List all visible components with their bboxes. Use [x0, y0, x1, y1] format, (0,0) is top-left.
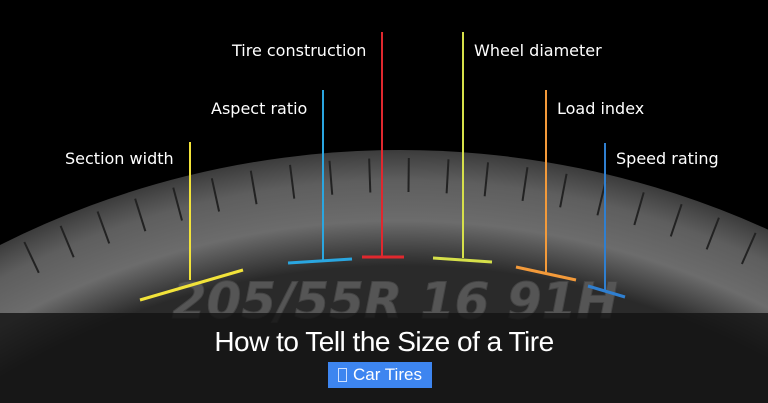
tread-groove: [289, 164, 296, 199]
tread-groove: [740, 232, 757, 265]
label-speed-rating: Speed rating: [587, 143, 719, 299]
category-tag[interactable]: Car Tires: [328, 362, 432, 388]
svg-text:Speed rating: Speed rating: [616, 149, 719, 168]
tread-groove: [172, 187, 183, 221]
tread-groove: [559, 173, 568, 208]
tread-groove: [669, 203, 683, 237]
svg-text:Section width: Section width: [65, 149, 174, 168]
tread-groove: [134, 198, 147, 232]
svg-text:Aspect ratio: Aspect ratio: [211, 99, 307, 118]
category-label: Car Tires: [353, 365, 422, 384]
label-tire-construction: Tire construction: [231, 32, 404, 259]
tread-groove: [210, 178, 221, 212]
tread-groove: [705, 217, 720, 250]
label-load-index: Load index: [515, 90, 644, 282]
tread-groove: [483, 162, 490, 197]
tread-groove: [96, 211, 111, 244]
tread-groove: [445, 159, 450, 194]
tread-groove: [59, 225, 75, 258]
tread-groove: [23, 241, 40, 274]
label-aspect-ratio: Aspect ratio: [211, 90, 353, 265]
svg-text:Wheel diameter: Wheel diameter: [474, 41, 602, 60]
tread-groove: [521, 167, 529, 202]
tread-groove: [368, 158, 372, 193]
tread-groove: [249, 170, 258, 205]
page-title: How to Tell the Size of a Tire: [214, 326, 554, 357]
title-overlay: [0, 313, 768, 403]
tread-groove: [633, 192, 645, 226]
label-section-width: Section width: [65, 142, 244, 302]
svg-text:Load index: Load index: [557, 99, 644, 118]
svg-text:Tire construction: Tire construction: [231, 41, 366, 60]
tread-groove: [328, 160, 334, 195]
label-wheel-diameter: Wheel diameter: [432, 32, 602, 264]
folder-icon: [338, 368, 347, 382]
